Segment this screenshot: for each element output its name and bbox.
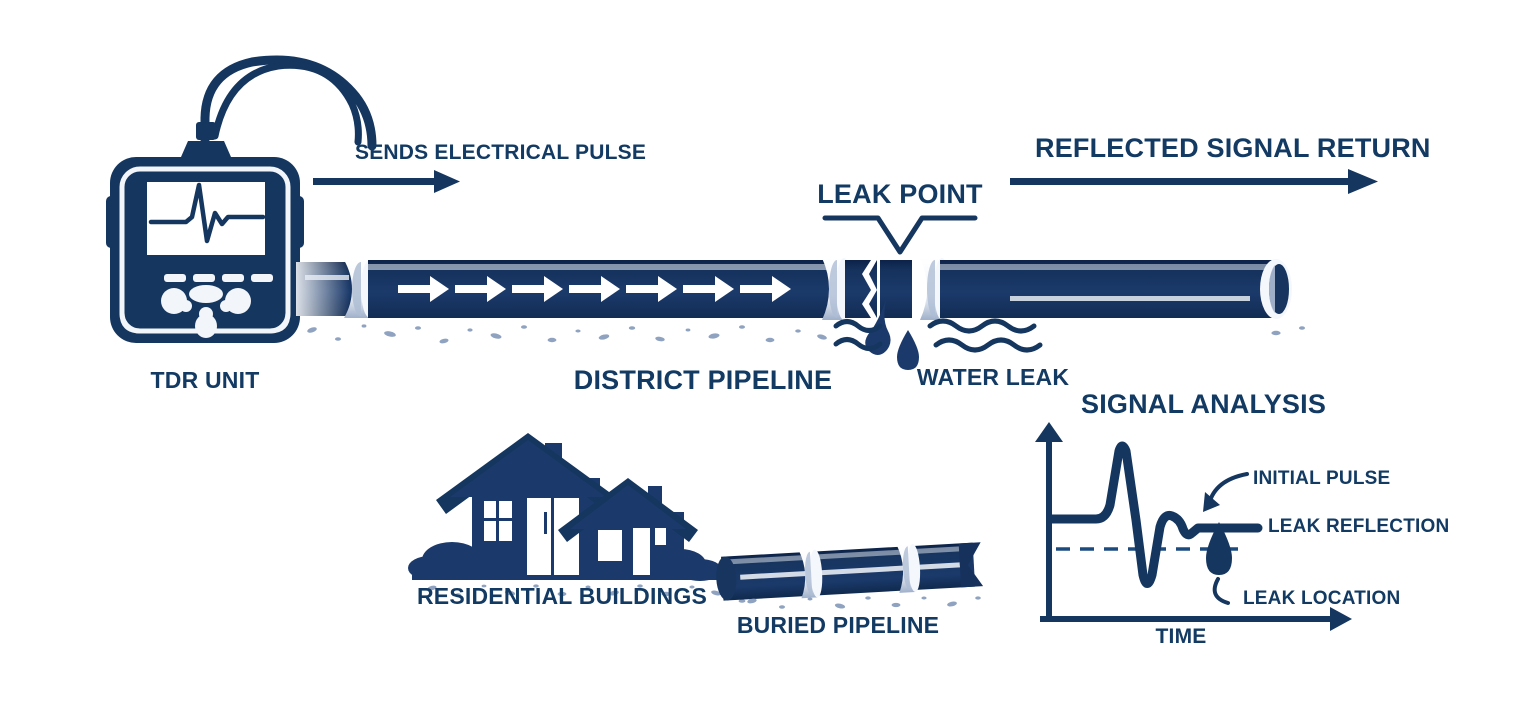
tdr-signal-trace — [1047, 441, 1263, 588]
right-arrow-icon — [1010, 169, 1378, 194]
chart-title: SIGNAL ANALYSIS — [1081, 389, 1326, 419]
gravel-icon — [307, 324, 1305, 344]
tdr-screen-waveform-icon — [148, 182, 266, 244]
keypad-buttons[interactable] — [164, 274, 273, 282]
reflected-signal-label: REFLECTED SIGNAL RETURN — [1035, 133, 1431, 163]
pipe-collar — [896, 544, 921, 593]
axis-icon — [1035, 422, 1352, 631]
pipe-collar — [798, 549, 823, 599]
signal-analysis-chart: SIGNAL ANALYSIS INITIAL PULSE LEAK REFLE… — [1035, 389, 1449, 648]
house-icon — [558, 478, 698, 577]
tdr-unit-label: TDR UNIT — [151, 367, 260, 393]
district-pipeline-group: DISTRICT PIPELINE — [296, 258, 1305, 395]
gravel-icon — [427, 584, 773, 603]
buried-pipe-end — [958, 542, 984, 588]
water-drop-icon — [897, 330, 919, 370]
water-leak-group: WATER LEAK — [833, 300, 1070, 390]
buried-pipeline-group: BURIED PIPELINE — [716, 542, 984, 638]
pipe-open-end — [1260, 259, 1292, 319]
water-drop-icon — [1206, 522, 1232, 575]
residential-buildings-label: RESIDENTIAL BUILDINGS — [417, 583, 707, 609]
leak-location-label: LEAK LOCATION — [1243, 588, 1400, 609]
water-wave-icon — [927, 318, 1043, 353]
initial-pulse-label: INITIAL PULSE — [1253, 468, 1390, 489]
house-icon — [436, 433, 620, 577]
leak-point-bracket-icon — [822, 215, 978, 255]
water-wave-icon — [833, 319, 883, 351]
pipe-break-crack — [862, 260, 877, 318]
tdr-unit-group: TDR UNIT — [106, 55, 377, 393]
initial-pulse-arrowhead — [1203, 492, 1220, 512]
leak-point-callout: LEAK POINT — [817, 179, 983, 255]
pipe-fade-mask — [296, 262, 350, 316]
pipe-break-right — [880, 260, 912, 318]
leak-location-leader — [1212, 577, 1230, 605]
sends-pulse-annotation: SENDS ELECTRICAL PULSE — [313, 141, 646, 193]
leak-point-label: LEAK POINT — [817, 179, 983, 209]
leak-reflection-label: LEAK REFLECTION — [1268, 516, 1449, 537]
flow-arrow-icon — [398, 276, 791, 302]
connector-plug-icon — [181, 122, 231, 157]
residential-buildings-group: RESIDENTIAL BUILDINGS — [408, 433, 773, 609]
reflected-signal-annotation: REFLECTED SIGNAL RETURN — [1010, 133, 1431, 194]
sends-pulse-label: SENDS ELECTRICAL PULSE — [355, 141, 646, 164]
gravel-icon — [747, 596, 981, 609]
tdr-meter-icon — [106, 157, 304, 343]
cable-icon — [200, 55, 377, 151]
ground-line — [412, 575, 722, 580]
water-leak-label: WATER LEAK — [917, 364, 1070, 390]
district-pipeline-label: DISTRICT PIPELINE — [574, 365, 832, 395]
pipe-collar-mid-right — [920, 258, 950, 320]
buried-pipeline-label: BURIED PIPELINE — [737, 612, 939, 638]
x-axis-label: TIME — [1156, 625, 1207, 648]
right-arrow-icon — [313, 170, 460, 193]
